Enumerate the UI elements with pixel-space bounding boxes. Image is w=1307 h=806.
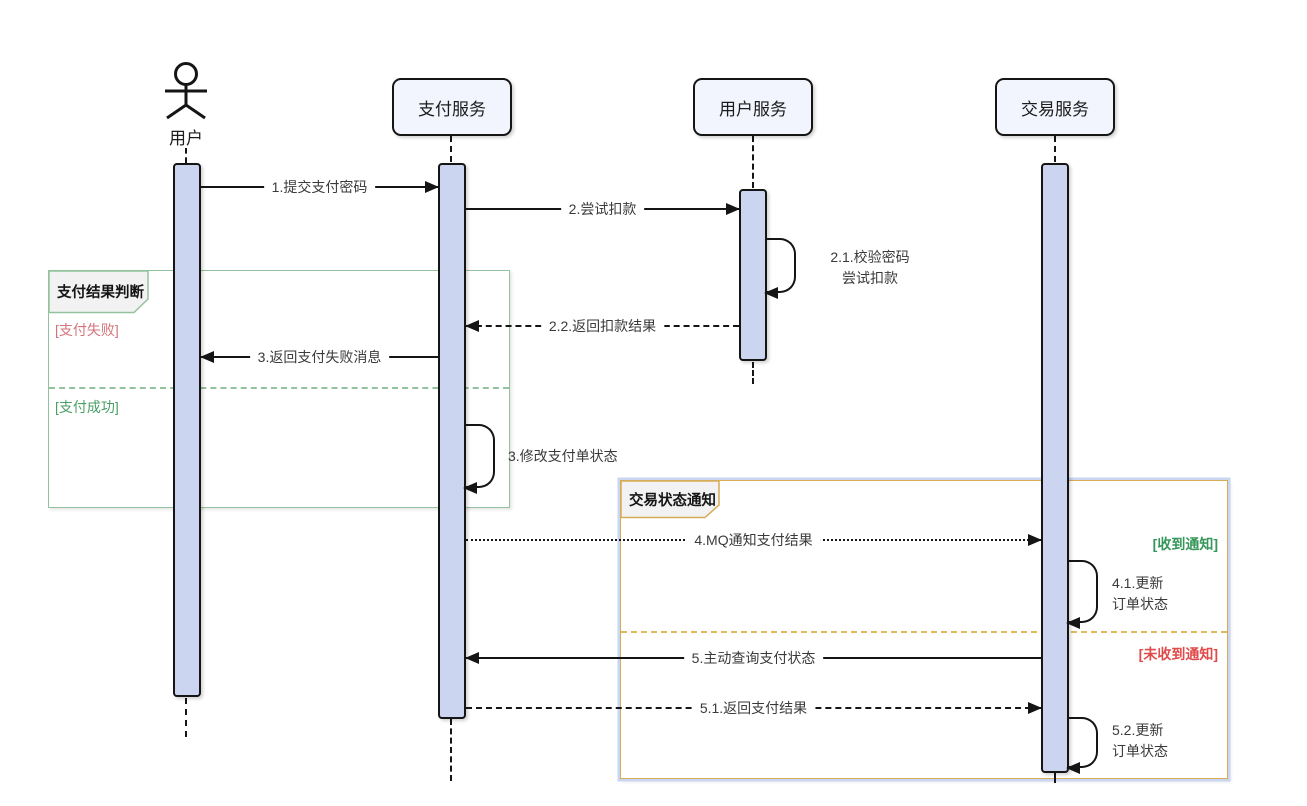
participant-label: 支付服务 <box>418 99 486 119</box>
lifeline-payment-service-bottom <box>450 719 452 781</box>
participant-label: 用户服务 <box>719 99 787 119</box>
message-5-1[interactable]: 5.1.返回支付结果 <box>466 698 1042 718</box>
guard-notify-not-received: [未收到通知] <box>1138 646 1218 662</box>
label-line1: 3.修改支付单状态 <box>508 448 618 464</box>
message-5[interactable]: 5.主动查询支付状态 <box>465 648 1041 668</box>
arrowhead-right-icon <box>1028 533 1042 546</box>
participant-user-service[interactable]: 用户服务 <box>693 78 813 136</box>
lifeline-trade-service <box>1054 136 1056 162</box>
frame-tag-shape <box>47 269 149 313</box>
lifeline-trade-service-bottom <box>1054 773 1056 783</box>
arrowhead-left-icon <box>463 482 477 494</box>
self-message-4-1-label[interactable]: 4.1.更新 订单状态 <box>1112 573 1168 615</box>
frame-divider-payment <box>49 387 509 389</box>
frame-trade-notify-tag: 交易状态通知 <box>619 479 720 518</box>
message-label: 2.尝试扣款 <box>560 199 645 219</box>
self-message-5-2-loop[interactable] <box>1066 717 1098 774</box>
message-2[interactable]: 2.尝试扣款 <box>466 199 740 219</box>
lifeline-user-service <box>752 136 754 188</box>
arrowhead-left-icon <box>1066 762 1080 774</box>
guard-payment-success: [支付成功] <box>55 399 119 415</box>
label-line2: 尝试扣款 <box>842 270 898 286</box>
arrowhead-left-icon <box>764 287 778 299</box>
arrowhead-left-icon <box>465 651 479 664</box>
label-line1: 5.2.更新 <box>1112 722 1164 738</box>
arrowhead-left-icon <box>465 319 479 332</box>
frame-trade-notify[interactable]: 交易状态通知 [收到通知] [未收到通知] <box>619 479 1228 779</box>
label-line1: 4.1.更新 <box>1112 575 1164 591</box>
self-message-5-2-label[interactable]: 5.2.更新 订单状态 <box>1112 720 1168 762</box>
message-2-2[interactable]: 2.2.返回扣款结果 <box>465 316 739 336</box>
activation-trade-service[interactable] <box>1041 163 1069 773</box>
message-label: 3.返回支付失败消息 <box>249 347 390 367</box>
frame-tag-shape <box>619 479 720 518</box>
participant-payment-service[interactable]: 支付服务 <box>392 78 512 136</box>
label-line2: 订单状态 <box>1112 743 1168 759</box>
frame-divider-notify <box>621 631 1227 633</box>
label-line1: 2.1.校验密码 <box>830 249 910 265</box>
arrowhead-right-icon <box>425 180 439 193</box>
arrowhead-right-icon <box>1028 701 1042 714</box>
message-1[interactable]: 1.提交支付密码 <box>201 177 439 197</box>
participant-label: 交易服务 <box>1021 99 1089 119</box>
guard-notify-received: [收到通知] <box>1152 536 1218 552</box>
lifeline-user-service-bottom <box>752 362 754 384</box>
arrowhead-left-icon <box>1066 617 1080 629</box>
self-message-3-label[interactable]: 3.修改支付单状态 <box>508 446 618 467</box>
activation-user-service[interactable] <box>739 189 767 361</box>
message-4[interactable]: 4.MQ通知支付结果 <box>466 530 1042 550</box>
participant-user-label: 用户 <box>169 129 203 148</box>
message-label: 2.2.返回扣款结果 <box>540 316 665 336</box>
message-label: 1.提交支付密码 <box>263 177 376 197</box>
frame-payment-result-tag: 支付结果判断 <box>47 269 149 313</box>
activation-payment-service[interactable] <box>438 163 466 719</box>
lifeline-payment-service <box>450 136 452 162</box>
arrowhead-right-icon <box>726 202 740 215</box>
lifeline-user <box>185 148 187 163</box>
self-message-3-loop[interactable] <box>463 424 495 494</box>
label-line2: 订单状态 <box>1112 596 1168 612</box>
self-message-2-1-loop[interactable] <box>764 238 796 299</box>
lifeline-user-bottom <box>185 698 187 737</box>
arrowhead-left-icon <box>200 350 214 363</box>
self-message-2-1-label[interactable]: 2.1.校验密码 尝试扣款 <box>800 247 940 289</box>
actor-user-icon[interactable] <box>162 58 210 121</box>
self-message-4-1-loop[interactable] <box>1066 560 1098 629</box>
frame-title: 支付结果判断 <box>57 283 144 301</box>
participant-trade-service[interactable]: 交易服务 <box>995 78 1115 136</box>
frame-title: 交易状态通知 <box>629 491 716 509</box>
message-label: 5.1.返回支付结果 <box>691 698 816 718</box>
frame-payment-result[interactable]: 支付结果判断 [支付失败] [支付成功] <box>47 269 510 508</box>
message-label: 4.MQ通知支付结果 <box>686 530 821 550</box>
message-3[interactable]: 3.返回支付失败消息 <box>200 347 438 367</box>
activation-user[interactable] <box>173 163 201 697</box>
message-label: 5.主动查询支付状态 <box>683 648 824 668</box>
guard-payment-failed: [支付失败] <box>55 322 119 338</box>
